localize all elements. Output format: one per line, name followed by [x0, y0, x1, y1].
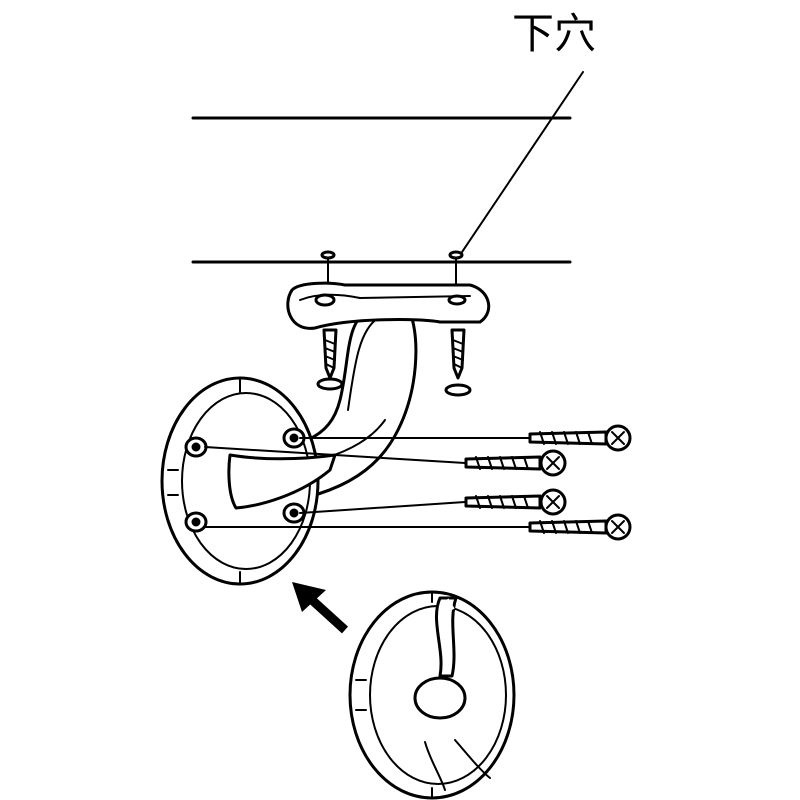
- alignment-lines: [204, 437, 531, 528]
- wall-screw-1: [528, 424, 632, 452]
- arm-base: [227, 453, 337, 510]
- pilot-hole-label: 下穴: [512, 9, 596, 58]
- top-saddle-plate: [286, 281, 491, 330]
- arrow-icon: [292, 582, 349, 634]
- wall-screw-2: [464, 449, 567, 477]
- top-screw-left: [316, 328, 344, 391]
- wall-screw-4: [528, 513, 632, 541]
- wall-screw-3: [464, 488, 567, 516]
- split-cover-plate: [348, 590, 516, 800]
- top-screw-right: [444, 328, 472, 397]
- leader-line: [457, 71, 584, 259]
